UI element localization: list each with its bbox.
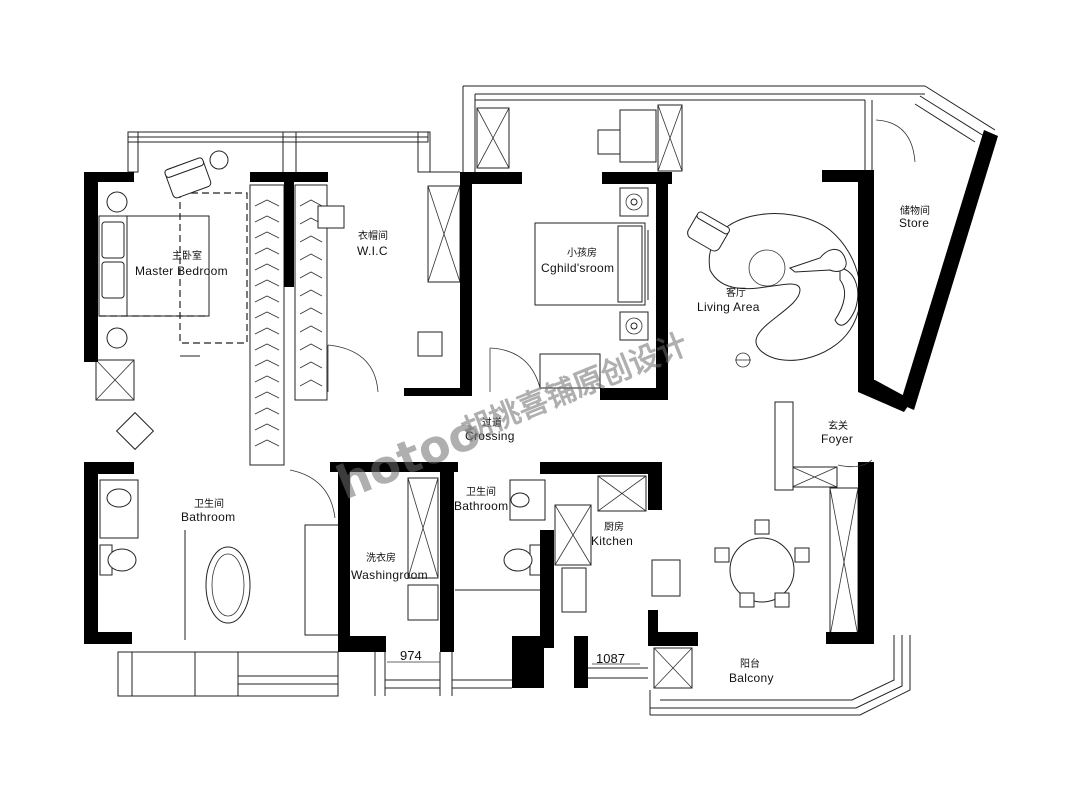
room-label-en: Bathroom xyxy=(454,499,508,513)
room-store: 储物间 Store xyxy=(899,204,930,230)
room-bathroom-small: 卫生间 Bathroom xyxy=(454,485,508,513)
hanger-icon xyxy=(299,271,323,279)
room-kitchen: 厨房 Kitchen xyxy=(591,520,633,548)
room-label-cn: 厨房 xyxy=(604,520,624,533)
hanger-icon xyxy=(254,439,280,447)
room-label-cn: 衣帽间 xyxy=(358,229,388,242)
room-label-cn: 卫生间 xyxy=(194,497,224,510)
room-label-en: Living Area xyxy=(697,300,760,314)
armchair-icon xyxy=(164,157,212,199)
room-label-en: Balcony xyxy=(729,671,774,685)
hanger-icon xyxy=(254,279,280,287)
room-label-cn: 储物间 xyxy=(900,204,930,217)
room-label-en: Foyer xyxy=(821,432,853,446)
room-label-en: Bathroom xyxy=(181,510,235,524)
lounge-chair-icon xyxy=(687,211,730,252)
hanger-icon xyxy=(299,307,323,315)
room-label-en: Kitchen xyxy=(591,534,633,548)
hanger-icon xyxy=(254,359,280,367)
hanger-icon xyxy=(254,263,280,271)
room-label-en: Cghild'sroom xyxy=(541,261,614,275)
dimension-washing: 974 xyxy=(387,648,440,663)
hanger-icon xyxy=(299,325,323,333)
sofa-icon xyxy=(708,213,861,361)
hanger-icon xyxy=(254,311,280,319)
hanger-icon xyxy=(254,327,280,335)
hanger-icon xyxy=(254,343,280,351)
wardrobe-hangers-left xyxy=(249,184,285,466)
room-label-cn: 客厅 xyxy=(726,286,746,299)
room-label-en: Crossing xyxy=(465,429,515,443)
dimension-kitchen: 1087 xyxy=(592,651,640,666)
room-bathroom-main: 卫生间 Bathroom xyxy=(181,497,235,524)
room-label-en: Store xyxy=(899,216,929,230)
hanger-icon xyxy=(299,289,323,297)
hanger-icon xyxy=(254,199,280,207)
hanger-icon xyxy=(254,423,280,431)
hanger-icon xyxy=(254,375,280,383)
hanger-icon xyxy=(254,295,280,303)
room-label-cn: 过道 xyxy=(482,416,502,429)
furniture xyxy=(95,104,861,689)
room-label-cn: 洗衣房 xyxy=(366,551,396,564)
room-label-cn: 玄关 xyxy=(828,419,848,432)
dining-table-icon xyxy=(714,519,810,608)
room-balcony: 阳台 Balcony xyxy=(729,657,774,685)
hanger-icon xyxy=(299,235,323,243)
hanger-icon xyxy=(254,247,280,255)
bathtub-icon xyxy=(205,546,251,624)
room-label-en: W.I.C xyxy=(357,244,388,258)
room-master-bedroom: 主卧室 Master Bedroom xyxy=(135,249,228,278)
doors xyxy=(289,119,916,519)
walls xyxy=(84,130,998,688)
room-label-cn: 小孩房 xyxy=(567,246,597,259)
room-label-en: Master Bedroom xyxy=(135,264,228,278)
room-label-cn: 阳台 xyxy=(740,657,760,670)
room-wic: 衣帽间 W.I.C xyxy=(357,229,388,258)
room-foyer: 玄关 Foyer xyxy=(821,419,853,446)
dimension-label-974: 974 xyxy=(400,648,422,663)
hanger-icon xyxy=(254,215,280,223)
room-label-en: Washingroom xyxy=(351,568,428,582)
room-washingroom: 洗衣房 Washingroom xyxy=(351,551,428,582)
room-living-area: 客厅 Living Area xyxy=(697,286,760,314)
hanger-icon xyxy=(299,343,323,351)
toilet-small-icon xyxy=(503,544,543,576)
hanger-icon xyxy=(299,379,323,387)
room-childs-room: 小孩房 Cghild'sroom xyxy=(541,246,614,275)
hanger-icon xyxy=(299,199,323,207)
toilet-icon xyxy=(99,544,137,576)
reclining-figure-icon xyxy=(788,248,847,273)
hanger-icon xyxy=(299,253,323,261)
hanger-icon xyxy=(254,391,280,399)
hanger-icon xyxy=(299,361,323,369)
room-label-cn: 主卧室 xyxy=(172,249,202,262)
window-frames xyxy=(117,85,996,716)
hanger-icon xyxy=(254,407,280,415)
hanger-icon xyxy=(254,231,280,239)
room-crossing: 过道 Crossing xyxy=(465,416,515,443)
room-label-cn: 卫生间 xyxy=(466,485,496,498)
dimension-label-1087: 1087 xyxy=(596,651,625,666)
